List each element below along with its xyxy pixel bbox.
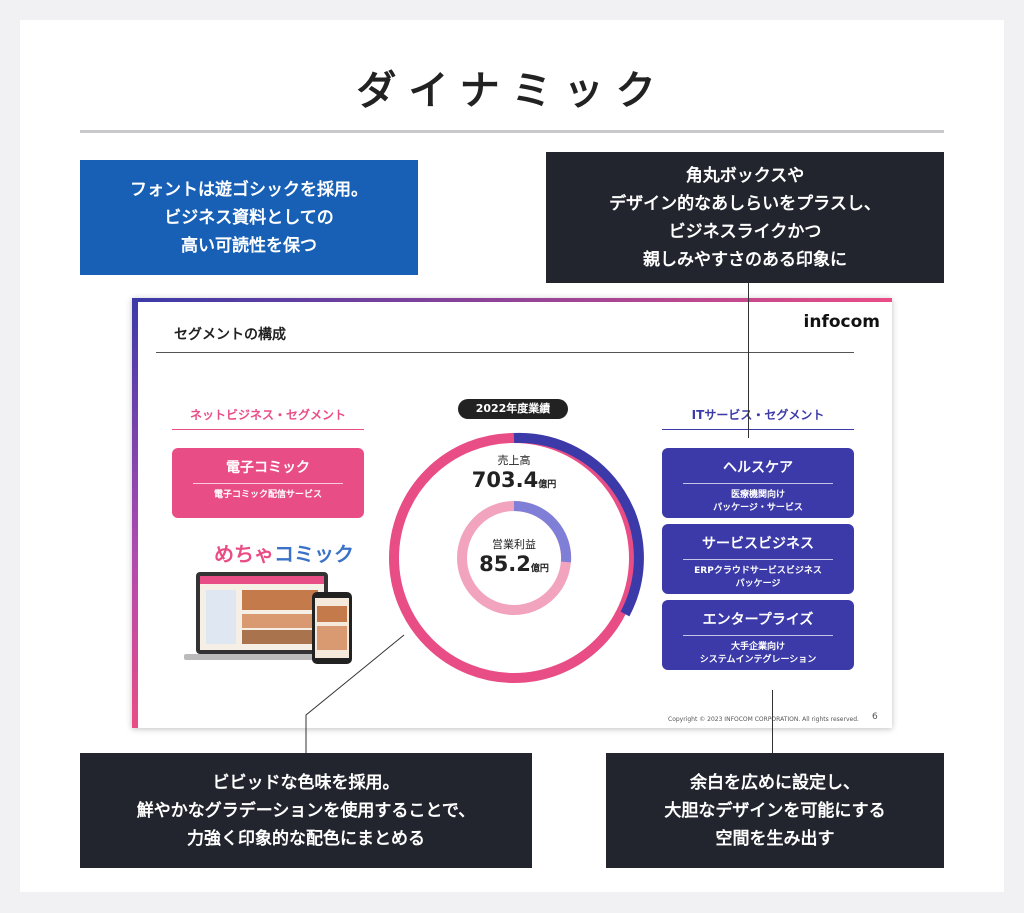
callout-box-line: 角丸ボックスや [685,165,805,186]
enterprise-line: システムインテグレーション [699,655,817,665]
callout-space-line: 大胆なデザインを可能にする [664,800,886,821]
callout-space: 余白を広めに設定し、 大胆なデザインを可能にする 空間を生み出す [606,753,944,868]
healthcare-title: ヘルスケア [723,460,793,476]
ecomic-divider [193,483,343,484]
mechacomic-logo-part-a: めちゃ [214,542,274,566]
service-business-line: パッケージ [735,579,781,589]
profit-figure: 85.2億円 [454,552,574,576]
page-number: 6 [872,712,878,722]
sales-label: 売上高 [497,454,531,467]
callout-font: フォントは遊ゴシックを採用。 ビジネス資料としての 高い可読性を保つ [80,160,418,275]
callout-box: 角丸ボックスや デザイン的なあしらいをプラスし、 ビジネスライクかつ 親しみやす… [546,152,944,283]
it-segment-underline [662,429,854,430]
sales-figure: 703.4億円 [444,468,584,492]
profit-label: 営業利益 [492,538,536,551]
mechacomic-logo-part-b: コミック [274,542,354,566]
ecomic-subtitle: 電子コミック配信サービス [213,490,322,500]
callout-box-line: 親しみやすさのある印象に [643,249,847,270]
callout-color: ビビッドな色味を採用。 鮮やかなグラデーションを使用することで、 力強く印象的な… [80,753,532,868]
healthcare-box: ヘルスケア 医療機関向け パッケージ・サービス [662,448,854,518]
slide-left-gradient [132,298,138,728]
page-title: ダイナミック [356,68,668,114]
callout-space-line: 余白を広めに設定し、 [690,772,860,793]
infocom-logo: infocom [803,312,880,332]
sales-unit: 億円 [538,480,557,490]
callout-color-line: 鮮やかなグラデーションを使用することで、 [136,800,476,821]
leader-line-color [305,634,405,753]
callout-box-line: デザイン的なあしらいをプラスし、 [609,193,881,214]
callout-box-line: ビジネスライクかつ [668,221,822,242]
enterprise-box: エンタープライズ 大手企業向け システムインテグレーション [662,600,854,670]
it-segment-heading: ITサービス・セグメント [691,408,825,422]
fiscal-year-badge: 2022年度業績 [458,399,568,419]
service-business-divider [683,559,833,560]
leader-line-space [772,690,773,753]
ecomic-box: 電子コミック 電子コミック配信サービス [172,448,364,518]
sales-value: 703.4 [471,468,539,492]
device-mockup [184,572,352,664]
net-segment-heading: ネットビジネス・セグメント [189,408,346,422]
title-divider [80,130,944,133]
service-business-title: サービスビジネス [702,536,814,552]
slide-top-gradient [132,298,892,302]
callout-space-line: 空間を生み出す [715,828,835,849]
net-segment-underline [172,429,364,430]
leader-line-box [748,283,749,438]
slide-preview: セグメントの構成 infocom ネットビジネス・セグメント 電子コミック 電子… [132,298,892,728]
slide-title: セグメントの構成 [174,327,286,343]
mechacomic-logo: めちゃコミック [214,538,354,567]
profit-value: 85.2 [479,552,531,576]
callout-font-line: ビジネス資料としての [164,207,334,228]
enterprise-line: 大手企業向け [730,642,785,652]
donut-chart [389,432,644,683]
service-business-box: サービスビジネス ERPクラウドサービスビジネス パッケージ [662,524,854,594]
enterprise-divider [683,635,833,636]
healthcare-line: パッケージ・サービス [713,503,803,513]
service-business-line: ERPクラウドサービスビジネス [694,566,822,576]
callout-color-line: ビビッドな色味を採用。 [212,772,400,793]
profit-unit: 億円 [530,564,549,574]
ecomic-title: 電子コミック [226,460,310,476]
callout-font-line: 高い可読性を保つ [181,235,317,256]
copyright: Copyright © 2023 INFOCOM CORPORATION. Al… [668,716,859,723]
callout-color-line: 力強く印象的な配色にまとめる [187,828,425,849]
callout-font-line: フォントは遊ゴシックを採用。 [130,179,368,200]
slide-divider [156,352,854,353]
enterprise-title: エンタープライズ [702,612,814,628]
healthcare-line: 医療機関向け [730,490,785,500]
healthcare-divider [683,483,833,484]
